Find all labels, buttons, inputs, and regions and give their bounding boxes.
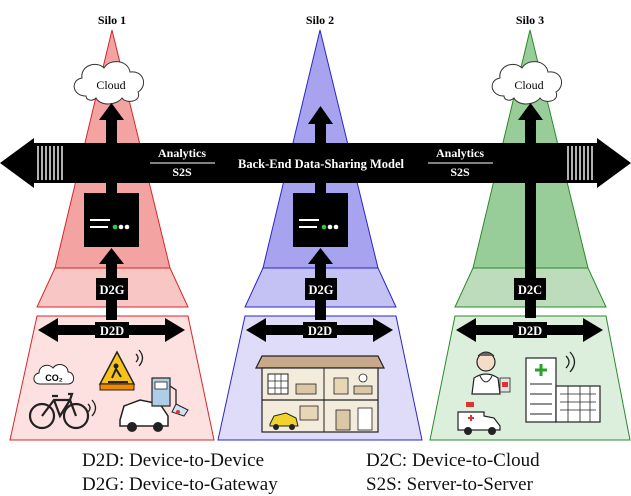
silo-3-title: Silo 3 [516,13,544,27]
backend-right-analytics: Analytics [436,146,484,160]
silo-1-d2g-label: D2G [100,283,125,297]
backend-title: Back-End Data-Sharing Model [238,157,405,171]
silo-2-title: Silo 2 [306,13,334,27]
car-icon [269,412,299,430]
legend-d2c-abbr: D2C: [366,450,408,471]
construction-worker-sign-icon [98,350,136,391]
silo-3-cloud-label: Cloud [514,78,543,92]
silo-1-d2d-arrow: D2D [38,318,185,342]
silo-2-d2d-label: D2D [308,324,332,338]
silo-3-d2c-label: D2C [518,283,542,297]
legend-d2g: D2G: Device-to-Gateway [82,474,278,496]
silo-3-d2c-link: D2C [514,278,546,300]
legend-d2g-text: Device-to-Gateway [128,474,278,495]
wireless-signal-icon [87,399,97,417]
legend-d2c-text: Device-to-Cloud [411,450,540,471]
backend-arrow [0,138,631,188]
silo-2-d2d-arrow: D2D [246,318,393,342]
legend-d2d-text: Device-to-Device [128,450,265,471]
backend-left-s2s: S2S [172,165,192,179]
legend-s2s-text: Server-to-Server [406,474,533,495]
hospital-icon [525,357,601,423]
smart-home-icon [255,355,385,433]
wireless-signal-icon [135,349,144,367]
silo-3-d2d-arrow: D2D [456,318,603,342]
silo-3-cloud-icon: Cloud [491,61,563,105]
silo-2-uplink-head [308,106,333,124]
backend-band: Analytics S2S Back-End Data-Sharing Mode… [0,138,631,188]
co2-label: CO₂ [45,373,63,383]
bicycle-icon [28,392,90,430]
gas-pump-icon [151,377,189,417]
silo-2-d2g-link: D2G [305,248,337,320]
silo-1-d2g-link: D2G [96,248,128,320]
backend-right-s2s: S2S [450,165,470,179]
silo-1-devices: CO₂ [28,349,189,432]
legend-d2g-abbr: D2G: [82,474,125,495]
legend-s2s-abbr: S2S: [366,474,402,495]
ambulance-icon [457,402,501,435]
silo-3-d2d-label: D2D [518,324,542,338]
silo-2-gateway-server-icon [293,193,348,247]
backend-right-stripes [567,146,593,180]
backend-left-stripes [37,146,63,180]
silo-3-uplink-head [518,103,543,120]
doctor-icon [471,351,511,395]
silo-2-d2g-label: D2G [309,283,334,297]
legend-d2d-abbr: D2D: [82,450,125,471]
silo-1-uplink-head [99,103,124,120]
silo-1-title: Silo 1 [98,13,126,27]
silo-1-cloud-icon: Cloud [73,61,145,105]
co2-cloud-icon: CO₂ [33,364,75,385]
silo-3-devices [457,351,601,435]
silo-1-gateway-server-icon [84,193,139,247]
wireless-signal-icon [565,351,576,373]
silo-1-cloud-label: Cloud [96,78,125,92]
silo-1-d2d-label: D2D [100,324,124,338]
silo-3-uplink-shaft [525,118,536,318]
legend-d2c: D2C: Device-to-Cloud [366,450,540,472]
legend-d2d: D2D: Device-to-Device [82,450,264,472]
backend-left-analytics: Analytics [158,146,206,160]
legend-s2s: S2S: Server-to-Server [366,474,533,496]
